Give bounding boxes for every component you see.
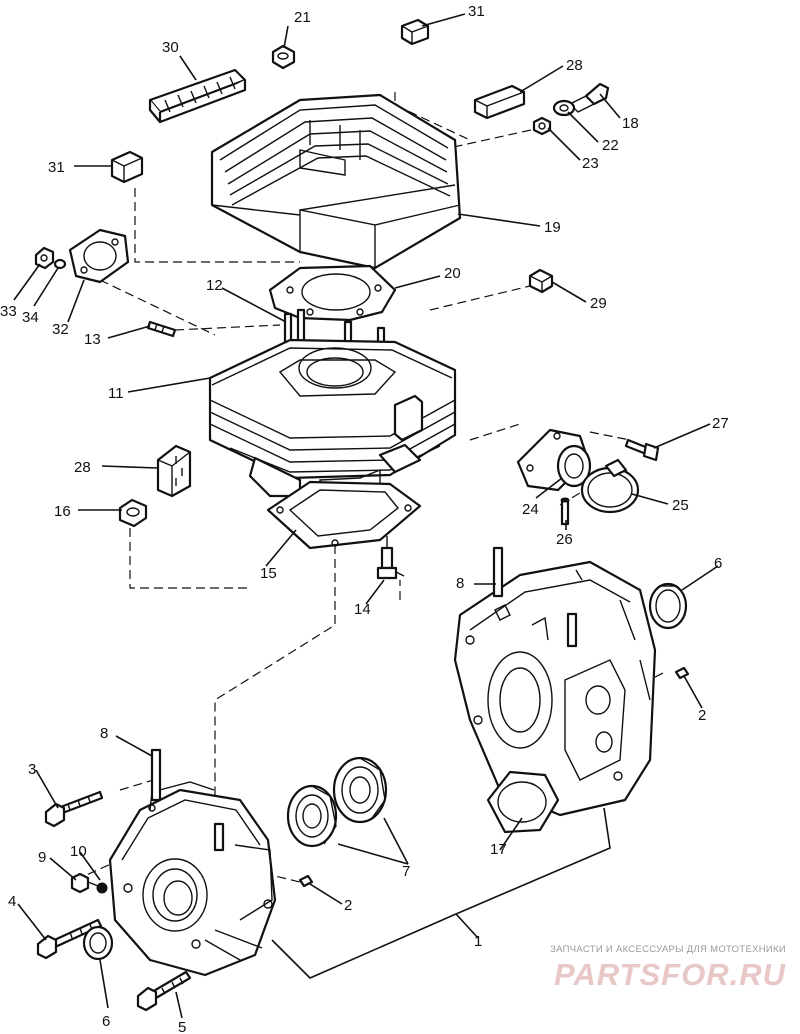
part-14-valve	[376, 536, 405, 580]
callout-6-right: 6	[714, 555, 722, 572]
part-31-block-top	[400, 18, 430, 46]
part-19-cylinder-head	[210, 93, 462, 270]
part-23-nut	[532, 116, 552, 136]
part-6-seal-left	[82, 925, 114, 961]
part-25-clamp	[580, 458, 640, 514]
part-22-washer	[552, 99, 576, 117]
callout-8-left: 8	[100, 725, 108, 742]
callout-27: 27	[712, 415, 729, 432]
callout-13: 13	[84, 331, 101, 348]
callout-16: 16	[54, 503, 71, 520]
callout-5: 5	[178, 1019, 186, 1034]
part-15-base-gasket	[266, 480, 422, 550]
part-11-cylinder	[208, 338, 457, 501]
callout-30: 30	[162, 39, 179, 56]
callout-33: 33	[0, 303, 17, 320]
callout-4: 4	[8, 893, 16, 910]
callout-15: 15	[260, 565, 277, 582]
callout-20: 20	[444, 265, 461, 282]
callout-28-lower: 28	[74, 459, 91, 476]
part-17-gasket	[486, 770, 560, 834]
part-34-washer	[53, 258, 67, 270]
callout-21: 21	[294, 9, 311, 26]
part-5-bolt	[136, 970, 192, 1012]
part-9-screw	[70, 872, 99, 894]
callout-22: 22	[602, 137, 619, 154]
part-29-block	[528, 268, 554, 294]
part-20-head-gasket	[268, 264, 397, 322]
callout-7: 7	[402, 863, 410, 880]
part-4-bolt	[36, 918, 103, 960]
part-2-pin-left	[298, 874, 314, 888]
callout-12: 12	[206, 277, 223, 294]
callout-32: 32	[52, 321, 69, 338]
callout-29: 29	[590, 295, 607, 312]
part-28-strip-lower	[156, 444, 192, 498]
callout-28-top: 28	[566, 57, 583, 74]
alignment-lines	[74, 92, 666, 883]
right-crankcase-half	[453, 546, 657, 817]
part-16-nut	[118, 498, 148, 528]
part-26-screw	[560, 497, 570, 526]
callout-11: 11	[108, 385, 124, 402]
callout-2-left: 2	[344, 897, 352, 914]
leader-lines	[13, 13, 719, 1019]
part-27-bolt	[624, 438, 660, 462]
callout-31-left: 31	[48, 159, 65, 176]
callout-6-left: 6	[102, 1013, 110, 1030]
part-21-nut	[271, 44, 296, 70]
part-32-cover-plate	[68, 228, 130, 284]
part-2-pin-right	[674, 666, 690, 680]
callout-23: 23	[582, 155, 599, 172]
callout-14: 14	[354, 601, 371, 618]
callout-25: 25	[672, 497, 689, 514]
part-7-bearing-large	[332, 756, 388, 824]
watermark: ЗАПЧАСТИ И АКСЕССУАРЫ ДЛЯ МОТОТЕХНИКИ PA…	[486, 944, 786, 993]
part-28-strip-top	[473, 84, 526, 120]
part-7-bearing-small	[286, 784, 338, 848]
callout-31-top: 31	[468, 3, 485, 20]
part-31-block-left	[110, 150, 144, 184]
watermark-caption: ЗАПЧАСТИ И АКСЕССУАРЫ ДЛЯ МОТОТЕХНИКИ	[550, 944, 786, 955]
part-24-intake-flange	[516, 428, 592, 492]
callout-3: 3	[28, 761, 36, 778]
callout-2-right: 2	[698, 707, 706, 724]
callout-18: 18	[622, 115, 639, 132]
part-10-washer	[96, 882, 108, 894]
callout-1: 1	[474, 933, 482, 950]
part-13-pin	[146, 320, 177, 338]
callout-17: 17	[490, 841, 507, 858]
part-3-bolt	[44, 790, 104, 828]
part-33-nut	[34, 246, 55, 270]
callout-8-right: 8	[456, 575, 464, 592]
callout-numbers: 21 31 30 28 18 22 23 31 19 20 12 29 33 3…	[0, 3, 729, 1034]
part-6-seal-right	[648, 582, 688, 630]
watermark-logo: PARTSFOR.RU	[553, 957, 786, 992]
part-30-strip	[148, 68, 247, 124]
callout-9: 9	[38, 849, 46, 866]
callout-19: 19	[544, 219, 561, 236]
callout-34: 34	[22, 309, 39, 326]
left-crankcase-half	[108, 748, 277, 977]
callout-10: 10	[70, 843, 87, 860]
callout-26: 26	[556, 531, 573, 548]
callout-24: 24	[522, 501, 539, 518]
